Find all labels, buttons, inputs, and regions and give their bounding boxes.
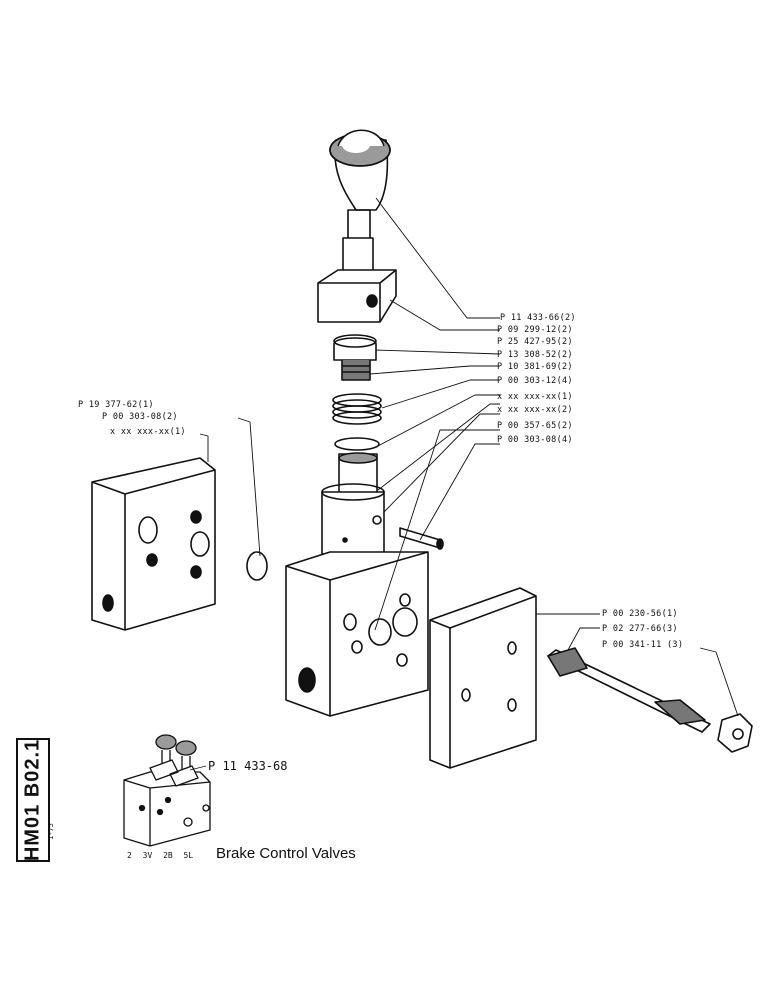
callout-label-plug: P 13 308-52(2) — [497, 350, 573, 360]
lever-block-part — [317, 269, 397, 323]
small-view-part-number: P 11 433-68 — [208, 759, 288, 773]
callout-label-o-ring-top: P 00 303-12(4) — [497, 376, 573, 386]
callout-label-o-ring-side: P 00 303-08(4) — [497, 435, 573, 445]
pin-part — [399, 527, 444, 550]
callout-label-spring: P 10 381-69(2) — [497, 362, 573, 372]
spring-part — [332, 393, 382, 425]
left-o-ring-part — [246, 551, 268, 581]
small-assembly-view — [123, 734, 211, 847]
callout-label-nut: P 00 341-11 (3) — [602, 640, 684, 650]
callout-label-lever-block: P 09 299-12(2) — [497, 325, 573, 335]
date-code: 1-75 — [47, 823, 55, 840]
document-code-box: HM01 B02.1 — [16, 738, 50, 862]
valve-body-part — [285, 551, 429, 717]
callout-label-left-xx: x xx xxx-xx(1) — [110, 427, 186, 437]
callout-label-bolt: P 02 277-66(3) — [602, 624, 678, 634]
callout-label-pin: P 25 427-95(2) — [497, 337, 573, 347]
callout-label-o-ring-mid: P 00 357-65(2) — [497, 421, 573, 431]
callout-label-left-block: P 19 377-62(1) — [78, 400, 154, 410]
nut-part — [717, 713, 753, 753]
callout-label-knob: P 11 433-66(2) — [500, 313, 576, 323]
small-view-variants: 2 3V 2B 5L — [127, 851, 194, 860]
page-title: Brake Control Valves — [216, 845, 356, 862]
callout-label-xx-1: x xx xxx-xx(1) — [497, 392, 573, 402]
plug-part — [333, 334, 377, 381]
leader-lines — [199, 197, 739, 717]
knob-part — [329, 129, 391, 211]
callout-label-end-plate: P 00 230-56(1) — [602, 609, 678, 619]
o-ring-top-part — [334, 437, 380, 451]
sleeve-part — [321, 452, 385, 555]
tie-bolt-part — [547, 647, 711, 733]
callout-label-xx-2: x xx xxx-xx(2) — [497, 405, 573, 415]
left-valve-block-part — [91, 457, 216, 631]
document-code: HM01 B02.1 — [21, 738, 44, 862]
callout-label-left-oring: P 00 303-08(2) — [102, 412, 178, 422]
end-plate-part — [429, 587, 537, 769]
